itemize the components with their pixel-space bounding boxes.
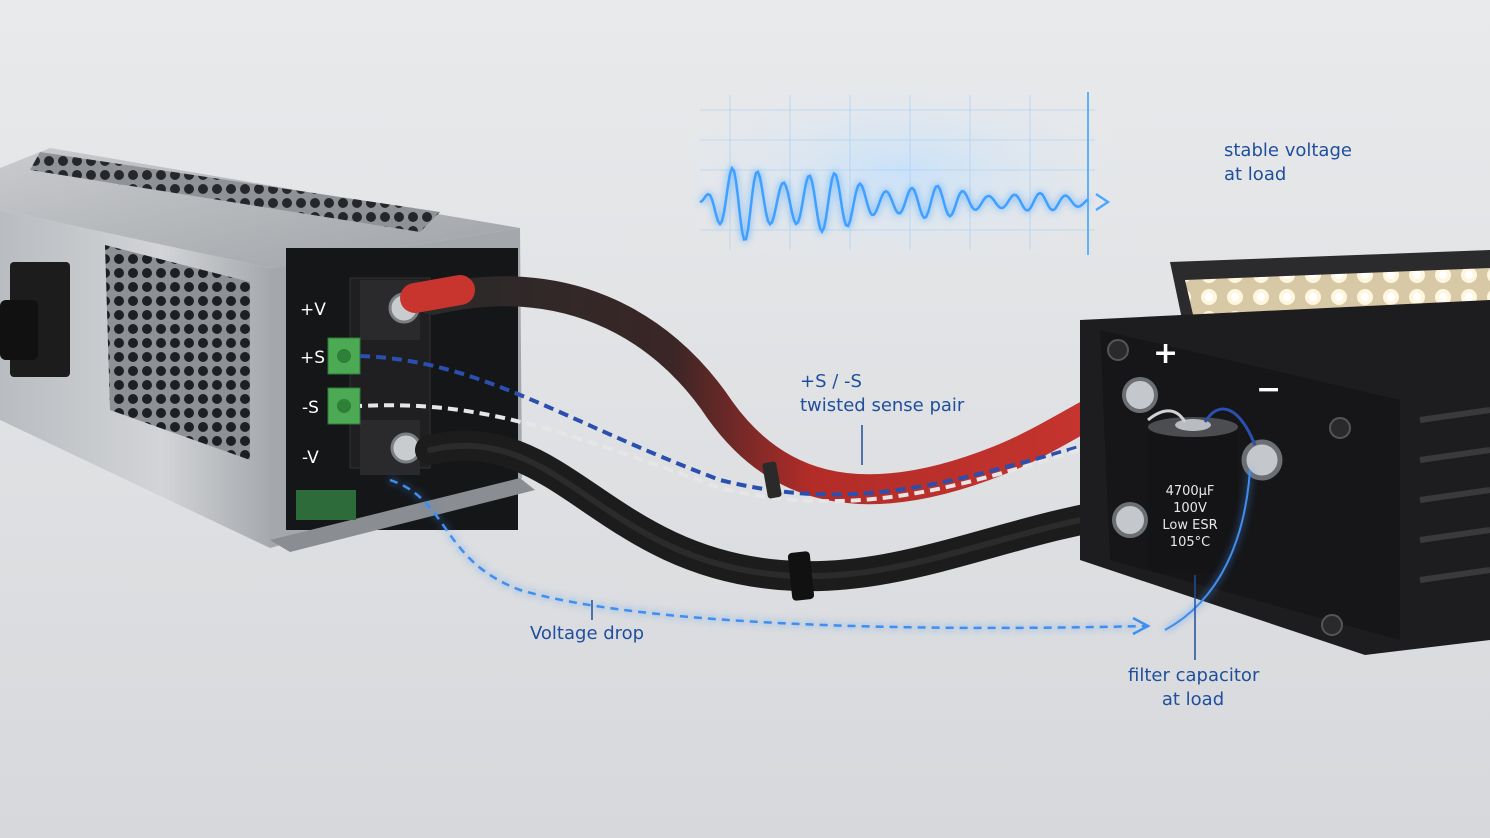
power-cables	[359, 275, 1201, 601]
sense-wire-plus	[359, 354, 1181, 497]
capacitor-voltage: 100V	[1173, 501, 1207, 516]
terminal-label-plus-s: +S	[300, 348, 326, 368]
capacitor-capacitance: 4700µF	[1165, 484, 1215, 499]
terminal-label-minus-v: -V	[302, 448, 319, 468]
capacitor-temp: 105°C	[1169, 535, 1211, 550]
waveform-panel	[690, 85, 1470, 255]
positive-cable	[417, 276, 1135, 505]
load-terminal-minus-main	[1112, 502, 1148, 538]
load-terminal-minus	[1241, 439, 1283, 481]
stable-voltage-label: stable voltage at load	[1224, 140, 1352, 185]
pcb-edge	[296, 490, 356, 520]
noisy-waveform	[699, 165, 1089, 241]
positive-lug-sleeve	[400, 275, 475, 313]
capacitor-type: Low ESR	[1162, 518, 1218, 533]
sense-pair-clip	[762, 461, 782, 499]
voltage-drop-arrow-icon	[1132, 616, 1151, 636]
led-load-module	[1080, 250, 1490, 655]
voltage-drop-path	[389, 478, 1146, 630]
waveform-arrow-icon	[1095, 192, 1111, 212]
power-supply-unit	[0, 148, 535, 552]
sense-wire-minus	[359, 403, 1201, 504]
cable-clip	[787, 551, 815, 601]
terminal-label-minus-s: -S	[302, 398, 319, 418]
capacitor-marking: 4700µF 100V Low ESR 105°C	[1155, 483, 1225, 551]
annotation-lines	[389, 425, 1251, 660]
terminal-label-plus-v: +V	[300, 300, 326, 320]
load-plus-sign: +	[1153, 336, 1179, 371]
filter-capacitor-label: filter capacitor at load	[1128, 665, 1260, 710]
filter-capacitor	[1148, 425, 1238, 573]
sense-pair-label: +S / -S twisted sense pair	[800, 371, 965, 416]
load-minus-sign: −	[1256, 372, 1282, 407]
voltage-drop-label: Voltage drop	[530, 623, 645, 644]
load-terminal-plus	[1122, 377, 1158, 413]
